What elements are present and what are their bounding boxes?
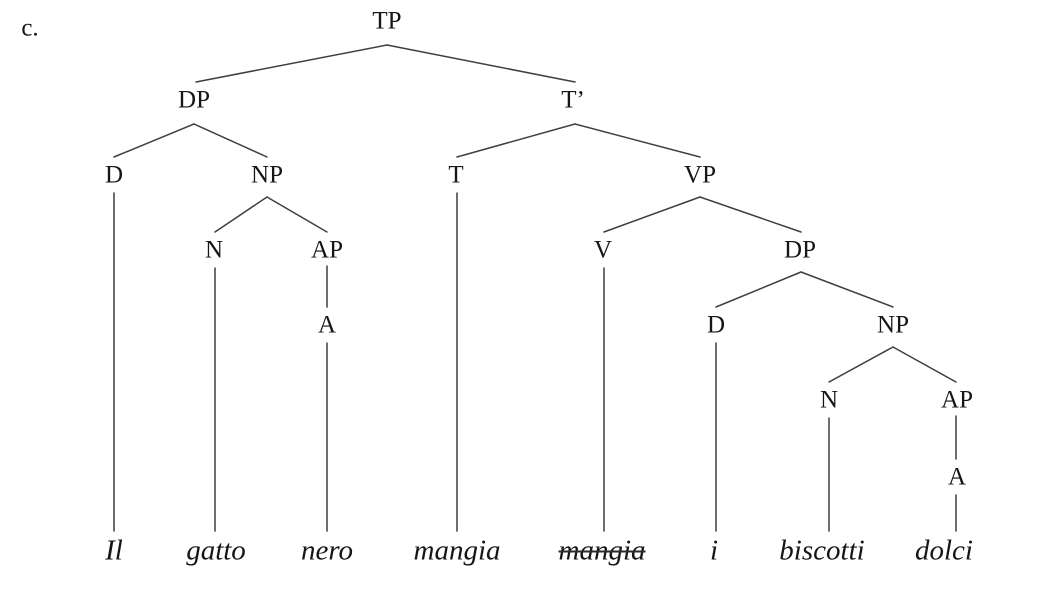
- edge-tp-dp1: [195, 44, 388, 83]
- leaf-biscotti: biscotti: [779, 534, 865, 567]
- edge-dp1-np1: [193, 123, 268, 158]
- node-dp-object: DP: [784, 236, 816, 264]
- edge-np1-ap1: [266, 196, 328, 233]
- edge-np1-n1: [214, 196, 268, 233]
- node-a-subject: A: [317, 311, 337, 339]
- leaf-dolci: dolci: [915, 534, 973, 567]
- leaf-nero: nero: [300, 534, 354, 567]
- node-tp: TP: [372, 7, 402, 35]
- node-d-object: D: [706, 311, 726, 339]
- node-t-bar: T’: [561, 86, 585, 114]
- node-t: T: [448, 161, 464, 189]
- edge-vp-v: [603, 196, 701, 233]
- edge-tp-tbar: [386, 44, 576, 83]
- node-n-object: N: [819, 386, 839, 414]
- node-ap-subject: AP: [311, 236, 343, 264]
- node-n-subject: N: [204, 236, 224, 264]
- node-ap-object: AP: [941, 386, 973, 414]
- node-v: V: [593, 236, 613, 264]
- leaf-mangia: mangia: [413, 534, 501, 567]
- edge-dp1-d1: [113, 123, 195, 158]
- leaf-il: Il: [105, 534, 123, 567]
- leaf-mangia-trace: mangia: [558, 534, 646, 567]
- leaf-i: i: [709, 534, 719, 567]
- edge-dp2-np2: [800, 271, 894, 308]
- leaf-gatto: gatto: [186, 534, 246, 567]
- node-vp: VP: [684, 161, 716, 189]
- edge-vp-dp2: [699, 196, 802, 233]
- item-label: c.: [21, 14, 39, 42]
- edge-np2-ap2: [892, 346, 957, 383]
- node-np-object: NP: [877, 311, 909, 339]
- node-a-object: A: [947, 463, 967, 491]
- node-dp-subject: DP: [178, 86, 210, 114]
- node-np-subject: NP: [251, 161, 283, 189]
- edge-np2-n2: [828, 346, 894, 383]
- edge-tbar-vp: [574, 123, 701, 158]
- node-d-subject: D: [104, 161, 124, 189]
- edge-dp2-d2: [715, 271, 802, 308]
- edge-tbar-t: [456, 123, 576, 158]
